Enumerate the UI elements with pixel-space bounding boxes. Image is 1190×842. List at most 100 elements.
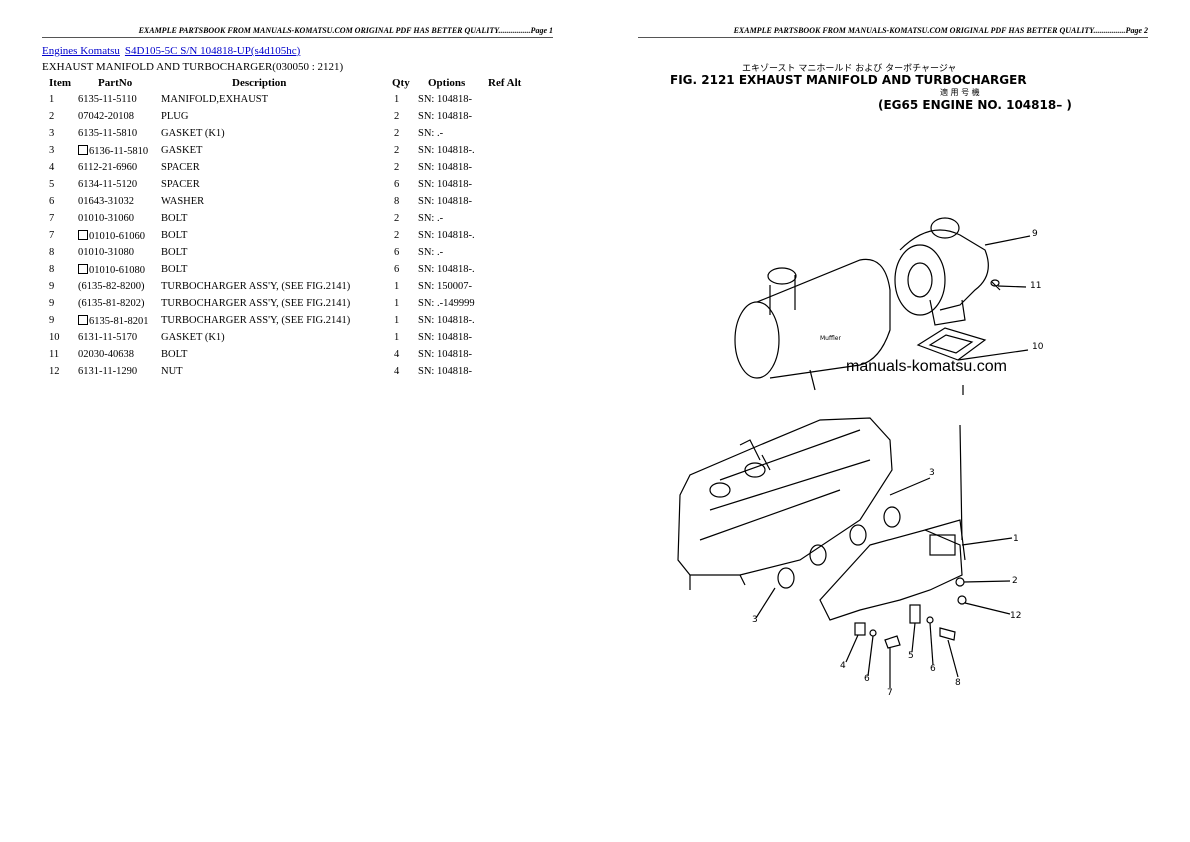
item-number: 2 xyxy=(49,111,55,122)
description: BOLT xyxy=(161,230,188,241)
fasteners-drawing xyxy=(845,385,964,688)
col-ref-alt: Ref Alt xyxy=(488,77,522,89)
part-number-text: 6131-11-5170 xyxy=(78,332,138,343)
callout-8: 8 xyxy=(955,678,961,688)
options: SN: 104818- xyxy=(418,162,472,173)
part-number: 6112-21-6960 xyxy=(78,162,137,173)
item-number: 4 xyxy=(49,162,55,173)
part-number: 01010-31060 xyxy=(78,213,134,224)
part-number: 6134-11-5120 xyxy=(78,179,137,190)
item-number: 10 xyxy=(49,332,60,343)
callout-3: 3 xyxy=(929,468,935,478)
part-number: 01010-61080 xyxy=(78,264,145,276)
options: SN: 104818-. xyxy=(418,230,475,241)
quantity: 4 xyxy=(394,366,400,377)
item-number: 8 xyxy=(49,264,55,275)
quantity: 2 xyxy=(394,128,400,139)
part-number: 6135-11-5810 xyxy=(78,128,137,139)
callout-6b: 6 xyxy=(930,664,936,674)
exhaust-manifold-drawing xyxy=(755,424,1013,621)
options: SN: 104818-. xyxy=(418,145,475,156)
part-number-text: 6135-81-8201 xyxy=(89,316,149,327)
part-number-text: 6131-11-1290 xyxy=(78,366,138,377)
description: BOLT xyxy=(161,247,188,258)
part-number: 01010-31080 xyxy=(78,247,134,258)
options: SN: 104818- xyxy=(418,179,472,190)
options: SN: 104818- xyxy=(418,332,472,343)
callout-10: 10 xyxy=(1032,342,1044,352)
description: TURBOCHARGER ASS'Y, (SEE FIG.2141) xyxy=(161,315,351,326)
options: SN: 104818- xyxy=(418,111,472,122)
quantity: 4 xyxy=(394,349,400,360)
part-number-text: 01010-31060 xyxy=(78,213,134,224)
part-number: 02030-40638 xyxy=(78,349,134,360)
section-title: EXHAUST MANIFOLD AND TURBOCHARGER(030050… xyxy=(42,61,344,73)
col-item: Item xyxy=(49,77,71,89)
callout-11: 11 xyxy=(1030,281,1042,291)
figure-japanese-title: エキゾースト マニホールド および ターボチャージャ xyxy=(742,64,957,74)
checkbox-icon xyxy=(78,315,88,325)
turbocharger-drawing xyxy=(894,217,1031,326)
part-number: 01643-31032 xyxy=(78,196,134,207)
options: SN: 104818-. xyxy=(418,264,475,275)
item-number: 12 xyxy=(49,366,60,377)
item-number: 1 xyxy=(49,94,55,105)
item-number: 3 xyxy=(49,128,55,139)
options: SN: 104818-. xyxy=(418,315,475,326)
breadcrumb-engines-komatsu-link[interactable]: Engines Komatsu xyxy=(42,45,120,57)
quantity: 6 xyxy=(394,179,400,190)
checkbox-icon xyxy=(78,264,88,274)
figure-subtitle: (EG65 ENGINE NO. 104818– ) xyxy=(878,98,1072,112)
part-number: 6135-81-8201 xyxy=(78,315,149,327)
quantity: 1 xyxy=(394,298,400,309)
part-number-text: 01010-61060 xyxy=(89,231,145,242)
part-number: 6131-11-1290 xyxy=(78,366,137,377)
item-number: 7 xyxy=(49,213,55,224)
options: SN: .- xyxy=(418,213,444,224)
options: SN: 104818- xyxy=(418,94,472,105)
quantity: 1 xyxy=(394,332,400,343)
muffler-label: Muffler xyxy=(820,335,841,342)
description: BOLT xyxy=(161,213,188,224)
part-number-text: 6135-11-5110 xyxy=(78,94,137,105)
options: SN: 104818- xyxy=(418,349,472,360)
quantity: 6 xyxy=(394,264,400,275)
part-number-text: (6135-81-8202) xyxy=(78,298,145,309)
part-number: 6135-11-5110 xyxy=(78,94,137,105)
checkbox-icon xyxy=(78,145,88,155)
quantity: 1 xyxy=(394,94,400,105)
col-partno: PartNo xyxy=(98,77,133,89)
part-number-text: 07042-20108 xyxy=(78,111,134,122)
callout-12: 12 xyxy=(1010,611,1022,621)
options: SN: 104818- xyxy=(418,196,472,207)
item-number: 8 xyxy=(49,247,55,258)
options: SN: .-149999 xyxy=(418,298,475,309)
quantity: 2 xyxy=(394,213,400,224)
description: TURBOCHARGER ASS'Y, (SEE FIG.2141) xyxy=(161,281,351,292)
options: SN: 104818- xyxy=(418,366,472,377)
callout-6: 6 xyxy=(864,674,870,684)
item-number: 9 xyxy=(49,315,55,326)
callout-1: 1 xyxy=(1013,534,1019,544)
callout-3b: 3 xyxy=(752,615,758,625)
options: SN: 150007- xyxy=(418,281,472,292)
item-number: 11 xyxy=(49,349,60,360)
description: SPACER xyxy=(161,179,200,190)
page-2-header: EXAMPLE PARTSBOOK FROM MANUALS-KOMATSU.C… xyxy=(638,26,1148,38)
description: GASKET (K1) xyxy=(161,332,225,343)
breadcrumb: Engines Komatsu S4D105-5C S/N 104818-UP(s… xyxy=(42,45,305,57)
description: BOLT xyxy=(161,264,188,275)
callout-2: 2 xyxy=(1012,576,1018,586)
part-number: (6135-81-8202) xyxy=(78,298,145,309)
page-1-header: EXAMPLE PARTSBOOK FROM MANUALS-KOMATSU.C… xyxy=(42,26,553,38)
description: MANIFOLD,EXHAUST xyxy=(161,94,269,105)
quantity: 2 xyxy=(394,162,400,173)
description: NUT xyxy=(161,366,183,377)
item-number: 9 xyxy=(49,298,55,309)
description: WASHER xyxy=(161,196,205,207)
part-number-text: 01010-61080 xyxy=(89,265,145,276)
options: SN: .- xyxy=(418,128,444,139)
quantity: 8 xyxy=(394,196,400,207)
breadcrumb-model-link[interactable]: S4D105-5C S/N 104818-UP(s4d105hc) xyxy=(124,45,301,57)
